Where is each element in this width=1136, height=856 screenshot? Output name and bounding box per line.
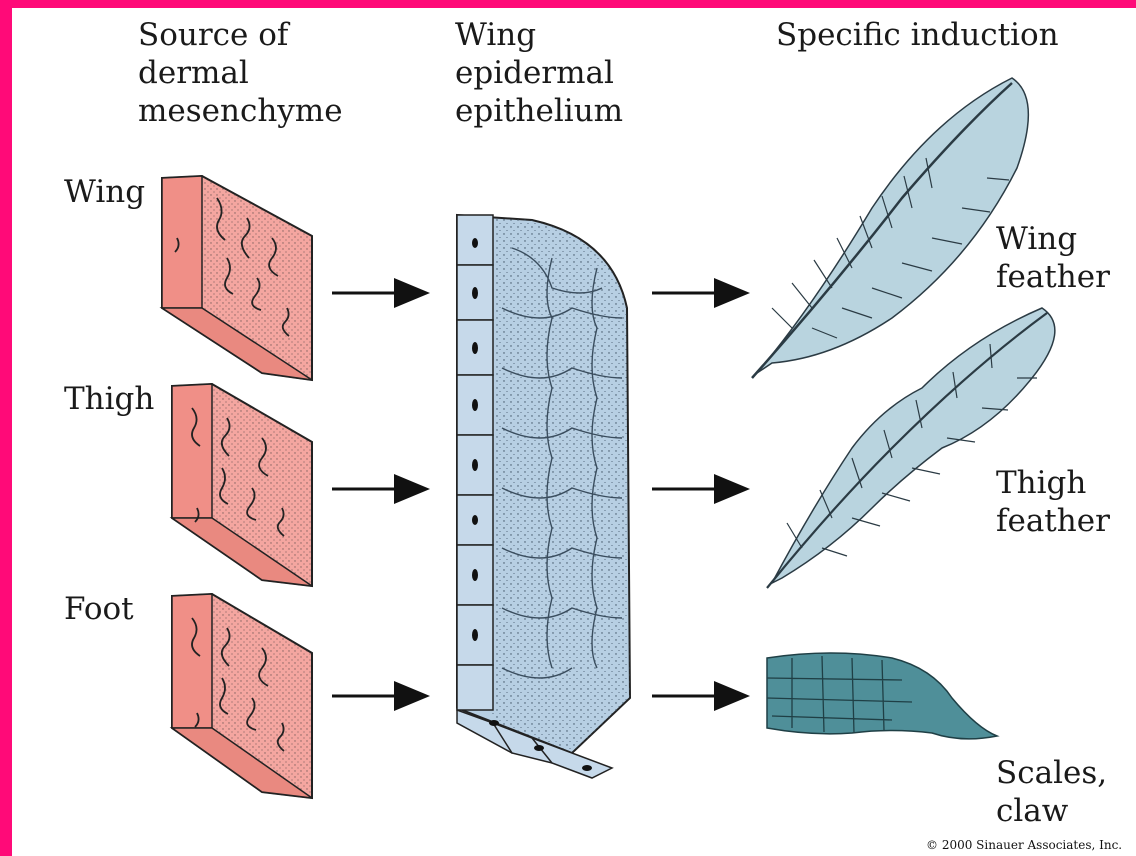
result-label-wing-feather: Wing feather bbox=[996, 220, 1110, 296]
figure-frame: Source of dermal mesenchyme Wing epiderm… bbox=[12, 8, 1136, 856]
mesenchyme-block-wing bbox=[162, 176, 312, 380]
header-source: Source of dermal mesenchyme bbox=[138, 16, 343, 130]
diagram-canvas bbox=[12, 8, 1136, 856]
result-label-scales-claw: Scales, claw bbox=[996, 754, 1107, 830]
header-epithelium: Wing epidermal epithelium bbox=[455, 16, 623, 130]
source-label-wing: Wing bbox=[64, 173, 145, 211]
result-label-thigh-feather: Thigh feather bbox=[996, 464, 1110, 540]
source-label-foot: Foot bbox=[64, 590, 134, 628]
copyright-notice: © 2000 Sinauer Associates, Inc. bbox=[926, 838, 1122, 852]
wing-feather-illustration bbox=[752, 78, 1028, 378]
mesenchyme-block-foot bbox=[172, 594, 312, 798]
header-induction: Specific induction bbox=[776, 16, 1059, 54]
epithelium-sheet bbox=[457, 215, 630, 778]
source-label-thigh: Thigh bbox=[64, 380, 154, 418]
scales-claw-illustration bbox=[767, 653, 997, 739]
mesenchyme-block-thigh bbox=[172, 384, 312, 586]
